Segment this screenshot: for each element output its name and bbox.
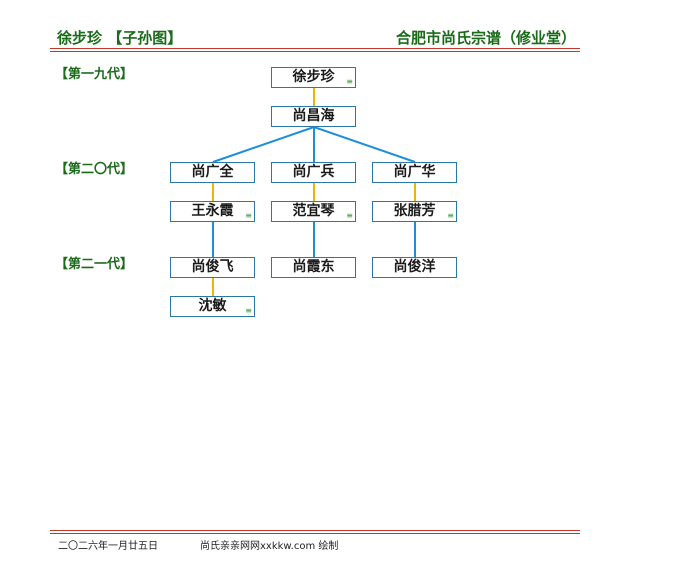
person-name: 沈敏 — [198, 298, 227, 314]
person-box-shen-min[interactable]: 沈敏 ≡ — [170, 296, 255, 317]
chart-title: 徐步珍 【子孙图】 — [57, 29, 183, 47]
person-box-shang-junyang[interactable]: 尚俊洋 — [372, 257, 457, 278]
person-name: 张腊芳 — [393, 203, 436, 219]
header-rule-top — [50, 48, 580, 49]
person-box-shang-junfei[interactable]: 尚俊飞 — [170, 257, 255, 278]
person-name: 尚广华 — [393, 164, 436, 180]
person-name: 尚俊飞 — [191, 259, 234, 275]
footer-rule-top — [50, 530, 580, 531]
person-box-shang-guangbing[interactable]: 尚广兵 — [271, 162, 356, 183]
person-box-shang-xiadong[interactable]: 尚霞东 — [271, 257, 356, 278]
generation-label-21: 【第二一代】 — [55, 257, 134, 272]
person-name: 尚广兵 — [292, 164, 335, 180]
person-name: 尚广全 — [191, 164, 234, 180]
genealogy-title: 合肥市尚氏宗谱（修业堂） — [395, 29, 576, 47]
generation-label-19: 【第一九代】 — [55, 67, 134, 82]
person-box-fan-yiqin[interactable]: 范宜琴 ≡ — [271, 201, 356, 222]
person-box-zhang-lafang[interactable]: 张腊芳 ≡ — [372, 201, 457, 222]
person-box-shang-guanghua[interactable]: 尚广华 — [372, 162, 457, 183]
person-box-wang-yongxia[interactable]: 王永霞 ≡ — [170, 201, 255, 222]
person-box-xu-buzhen[interactable]: 徐步珍 ≡ — [271, 67, 356, 88]
child-link — [212, 126, 315, 163]
spouse-mark-icon: ≡ — [447, 211, 454, 220]
spouse-mark-icon: ≡ — [346, 77, 353, 86]
person-box-shang-changhai[interactable]: 尚昌海 — [271, 106, 356, 127]
spouse-mark-icon: ≡ — [245, 211, 252, 220]
person-name: 范宜琴 — [292, 203, 335, 219]
child-link — [313, 126, 416, 163]
footer-rule-bottom — [50, 533, 580, 534]
person-name: 尚昌海 — [292, 108, 335, 124]
header-rule-bottom — [50, 51, 580, 52]
person-box-shang-guangquan[interactable]: 尚广全 — [170, 162, 255, 183]
person-name: 王永霞 — [191, 203, 234, 219]
person-name: 尚俊洋 — [393, 259, 436, 275]
generation-label-20: 【第二〇代】 — [55, 162, 134, 177]
footer-credit: 尚氏亲亲网网xxkkw.com 绘制 — [200, 541, 339, 552]
spouse-mark-icon: ≡ — [245, 306, 252, 315]
person-name: 徐步珍 — [292, 69, 335, 85]
spouse-mark-icon: ≡ — [346, 211, 353, 220]
person-name: 尚霞东 — [292, 259, 335, 275]
footer-date: 二〇二六年一月廿五日 — [58, 541, 158, 552]
